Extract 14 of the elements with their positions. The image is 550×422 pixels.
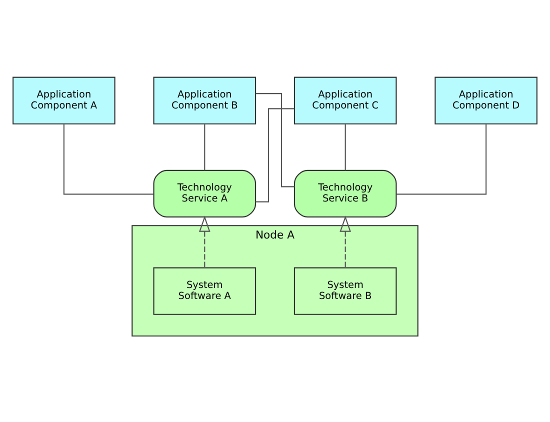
- arrow: [340, 216, 352, 268]
- node-box: System Software A: [153, 267, 256, 315]
- node-box: Application Component C: [294, 76, 397, 124]
- node-box: Application Component B: [153, 76, 256, 124]
- connector: [63, 124, 154, 195]
- arrow: [198, 216, 210, 268]
- node-box: System Software B: [294, 267, 397, 315]
- node-box: Application Component A: [12, 76, 116, 124]
- connector: [396, 124, 487, 195]
- connector: [344, 124, 346, 170]
- node-box: Application Component D: [434, 76, 538, 124]
- node-box: Technology Service B: [294, 170, 397, 218]
- connector: [204, 124, 206, 170]
- node-box: Technology Service A: [153, 170, 256, 218]
